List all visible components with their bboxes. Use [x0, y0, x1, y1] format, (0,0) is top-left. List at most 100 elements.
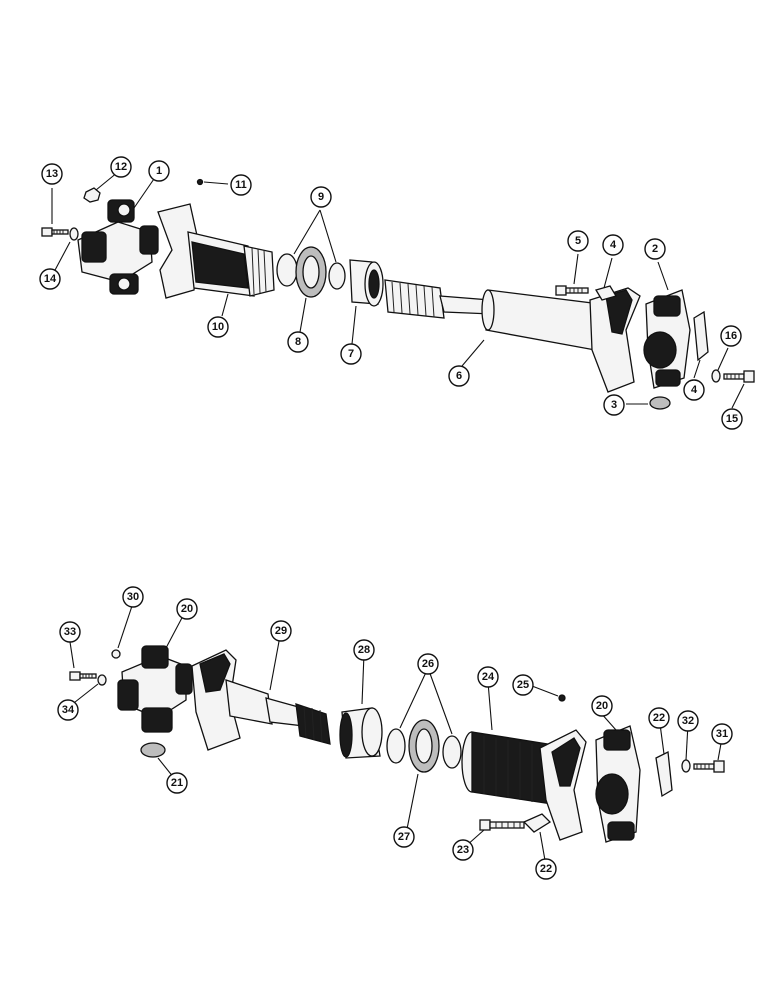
lock-plate-22b [655, 750, 673, 798]
lock-plate-4b [693, 310, 709, 362]
callout-31-label: 31 [716, 728, 728, 740]
callout-25-label: 25 [517, 679, 529, 691]
washer-26b [442, 735, 462, 769]
callout-32: 32 [677, 710, 699, 732]
callout-5-label: 5 [575, 235, 581, 247]
callout-33: 33 [59, 621, 81, 643]
callout-29: 29 [270, 620, 292, 642]
callout-14-label: 14 [44, 273, 57, 285]
lockwasher-14 [69, 227, 79, 241]
callout-22b-label: 22 [540, 863, 552, 875]
callout-12: 12 [110, 156, 132, 178]
callout-16-label: 16 [725, 330, 737, 342]
lockwasher-32 [681, 759, 691, 773]
universal-joint-cross-1 [77, 199, 159, 295]
callout-15: 15 [721, 408, 743, 430]
callout-20b: 20 [591, 695, 613, 717]
callout-10-label: 10 [212, 321, 224, 333]
callout-10: 10 [207, 316, 229, 338]
bearing-28 [339, 707, 383, 759]
callout-23-label: 23 [457, 844, 469, 856]
callout-1: 1 [148, 160, 170, 182]
callout-24: 24 [477, 666, 499, 688]
grease-fitting-30 [111, 649, 121, 659]
lockwasher-34 [97, 674, 107, 686]
callout-30-label: 30 [127, 591, 139, 603]
callout-3: 3 [603, 394, 625, 416]
callout-6: 6 [448, 365, 470, 387]
callout-28-label: 28 [358, 644, 370, 656]
callout-7: 7 [340, 343, 362, 365]
callout-24-label: 24 [482, 671, 495, 683]
callout-11-label: 11 [235, 179, 247, 191]
bolt-23 [479, 819, 525, 831]
slip-tube-yoke-24 [461, 694, 587, 841]
universal-joint-cross-20a [117, 645, 193, 733]
bolt-5 [555, 285, 589, 296]
slip-yoke-10 [157, 178, 275, 299]
callout-23: 23 [452, 839, 474, 861]
bolt-33 [69, 671, 97, 681]
bolt-15 [723, 370, 755, 383]
lock-plate-4a [595, 285, 617, 301]
callout-4b: 4 [683, 379, 705, 401]
universal-joint-cross-2 [643, 289, 691, 389]
callout-14: 14 [39, 268, 61, 290]
callout-32-label: 32 [682, 715, 694, 727]
callout-21-label: 21 [171, 777, 183, 789]
callout-22a: 22 [648, 707, 670, 729]
callout-26: 26 [417, 653, 439, 675]
bolt-31 [693, 760, 725, 773]
callout-13-label: 13 [46, 168, 58, 180]
callout-3-label: 3 [611, 399, 617, 411]
callout-4a-label: 4 [610, 239, 617, 251]
callout-8-label: 8 [295, 336, 301, 348]
callout-2-label: 2 [652, 243, 658, 255]
callout-20a-label: 20 [181, 603, 193, 615]
callout-5: 5 [567, 230, 589, 252]
bolt-13 [41, 227, 69, 237]
lower-drive-shaft-assembly [69, 605, 725, 867]
callout-27-label: 27 [398, 831, 410, 843]
callout-9: 9 [310, 186, 332, 208]
washer-9b [328, 262, 346, 290]
callout-20b-label: 20 [596, 700, 608, 712]
callout-21: 21 [166, 772, 188, 794]
callout-13: 13 [41, 163, 63, 185]
callout-20a: 20 [176, 598, 198, 620]
callout-4b-label: 4 [691, 384, 698, 396]
callout-33-label: 33 [64, 626, 76, 638]
washer-9a [276, 253, 298, 287]
washer-26a [386, 728, 406, 764]
callout-22a-label: 22 [653, 712, 665, 724]
nut-12 [83, 187, 101, 203]
callout-12-label: 12 [115, 161, 127, 173]
bearing-cap-21 [140, 742, 166, 758]
bearing-7 [349, 259, 384, 307]
callout-34-label: 34 [62, 704, 75, 716]
callout-31: 31 [711, 723, 733, 745]
upper-drive-shaft-assembly [41, 171, 755, 410]
universal-joint-cross-20b [595, 725, 641, 843]
callout-27: 27 [393, 826, 415, 848]
callout-4a: 4 [602, 234, 624, 256]
callout-26-label: 26 [422, 658, 434, 670]
callout-28: 28 [353, 639, 375, 661]
drive-shaft-29 [191, 649, 331, 751]
callout-16: 16 [720, 325, 742, 347]
callout-30: 30 [122, 586, 144, 608]
lock-plate-22a [522, 813, 552, 833]
callout-34: 34 [57, 699, 79, 721]
callout-7-label: 7 [348, 348, 354, 360]
callout-15-label: 15 [726, 413, 738, 425]
callout-29-label: 29 [275, 625, 287, 637]
callout-9-label: 9 [318, 191, 324, 203]
callout-6-label: 6 [456, 370, 462, 382]
callout-8: 8 [287, 331, 309, 353]
callout-2: 2 [644, 238, 666, 260]
lockwasher-16 [711, 369, 721, 383]
callout-22b: 22 [535, 858, 557, 880]
bearing-cap-3 [649, 396, 671, 410]
callout-11: 11 [230, 174, 252, 196]
